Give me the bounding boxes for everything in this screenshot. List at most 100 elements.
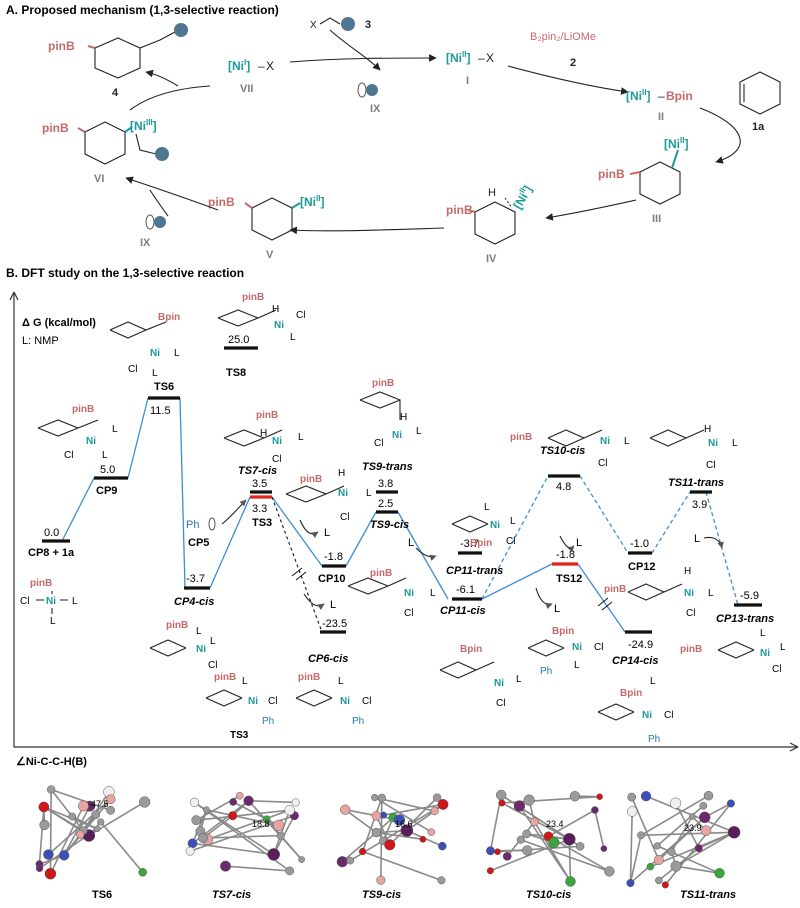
atom-ball: [502, 852, 512, 861]
svg-text:TS3: TS3: [230, 730, 249, 741]
atom-ball: [38, 801, 50, 813]
intermediate-vii-label: VII: [240, 83, 253, 95]
reagent-2-label: 2: [570, 57, 576, 69]
svg-text:Ph: Ph: [540, 666, 552, 677]
arrow-iii-to-iv: [545, 199, 637, 221]
svg-text:pinB: pinB: [598, 167, 625, 181]
svg-text:Ni: Ni: [708, 438, 718, 449]
svg-text:L: L: [50, 616, 56, 627]
atom-ball: [486, 846, 495, 856]
atom-ball: [700, 825, 712, 836]
svg-text:pinB: pinB: [680, 644, 702, 655]
atom-ball: [522, 845, 533, 856]
substrate-1a-structure: 1a: [739, 71, 781, 133]
svg-text:3.5: 3.5: [252, 478, 267, 490]
atom-ball: [530, 817, 539, 827]
svg-text:Bpin: Bpin: [470, 538, 492, 549]
radical-ix-bottom: IX: [140, 214, 166, 249]
svg-text:-1.8: -1.8: [556, 549, 575, 561]
atom-ball: [198, 833, 209, 843]
svg-text:Cl: Cl: [664, 710, 673, 721]
atom-ball: [498, 799, 506, 807]
svg-text:L: L: [574, 660, 580, 671]
svg-text:CP14-cis: CP14-cis: [612, 655, 658, 667]
atom-ball: [640, 791, 652, 802]
state-names: CP8 + 1a CP9 TS6 CP4-cis TS7-cis TS3 CP5…: [28, 367, 774, 667]
atom-ball: [627, 792, 637, 802]
atom-ball: [346, 856, 355, 865]
reagent-3-structure: X 3: [310, 17, 371, 31]
atom-ball: [187, 838, 198, 849]
svg-text:L: L: [242, 676, 248, 687]
svg-text:Ni: Ni: [46, 596, 56, 607]
svg-text:TS7-cis: TS7-cis: [212, 889, 251, 901]
atom-ball: [495, 789, 507, 801]
svg-text:11.5: 11.5: [150, 405, 171, 417]
atom-ball: [236, 792, 244, 800]
atom-ball: [376, 875, 386, 885]
atom-ball: [44, 867, 57, 880]
svg-text:Ni: Ni: [150, 348, 160, 359]
atom-ball: [604, 866, 615, 877]
atom-ball: [522, 829, 531, 839]
svg-text:3.8: 3.8: [378, 478, 393, 490]
ts-3d-structures: [35, 785, 741, 889]
svg-text:25.0: 25.0: [228, 334, 249, 346]
arrow-ii-to-iii: [699, 107, 741, 164]
atom-ball: [93, 825, 101, 833]
svg-text:Cl: Cl: [506, 536, 515, 547]
svg-text:[NiIII]: [NiIII]: [130, 118, 157, 133]
atom-ball: [371, 827, 381, 838]
atom-ball: [97, 818, 105, 826]
svg-text:L: L: [72, 596, 78, 607]
svg-text:L: L: [780, 642, 786, 653]
svg-text:L: L: [196, 626, 202, 637]
svg-text:Ni: Ni: [490, 520, 500, 531]
svg-text:Ni: Ni: [340, 696, 350, 707]
svg-text:X: X: [266, 59, 274, 73]
atom-ball: [653, 842, 661, 850]
svg-text:pinB: pinB: [298, 672, 320, 683]
svg-text:L: L: [516, 674, 522, 685]
svg-text:CP5: CP5: [188, 537, 209, 549]
atom-ball: [513, 800, 526, 812]
svg-text:L: L: [102, 450, 108, 461]
svg-text:L: L: [576, 537, 582, 549]
svg-text:Cl: Cl: [706, 460, 715, 471]
svg-text:Ph: Ph: [186, 519, 199, 531]
atom-ball: [185, 846, 195, 856]
atom-ball: [243, 795, 254, 806]
ts-structure-names: TS6 TS7-cis TS9-cis TS10-cis TS11-trans: [92, 889, 736, 901]
svg-text:Ph: Ph: [352, 716, 364, 727]
svg-text:Bpin: Bpin: [158, 312, 180, 323]
intermediate-iv-label: IV: [486, 253, 497, 265]
svg-text:pinB: pinB: [510, 432, 532, 443]
atom-ball: [47, 785, 56, 794]
dihedral-values: -47.5 18.8 16.6 23.4 23.9: [88, 799, 702, 833]
svg-text:4.8: 4.8: [556, 481, 571, 493]
atom-ball: [703, 790, 714, 801]
svg-text:L: L: [210, 636, 216, 647]
atom-ball: [646, 862, 655, 871]
atom-ball: [596, 793, 603, 800]
svg-text:H: H: [260, 428, 267, 439]
atom-ball: [298, 856, 305, 863]
svg-text:Bpin: Bpin: [460, 644, 482, 655]
atom-ball: [714, 868, 725, 879]
svg-text:pinB: pinB: [72, 404, 94, 415]
atom-ball: [262, 815, 271, 823]
energy-profile-paths: [61, 397, 739, 633]
svg-text:L: L: [112, 424, 118, 435]
y-axis-label: Δ G (kcal/mol): [22, 317, 96, 329]
energy-axes: [13, 292, 798, 748]
svg-text:-6.1: -6.1: [456, 584, 475, 596]
atom-ball: [276, 831, 285, 840]
svg-text:pinB: pinB: [242, 292, 264, 303]
atom-ball: [105, 794, 116, 805]
atom-ball: [35, 864, 44, 872]
atom-ball: [670, 860, 682, 872]
chart-structures: pinB Ni L Cl L pinB Cl Ni L L Bpin Ni L …: [20, 292, 786, 745]
svg-text:pinB: pinB: [446, 203, 473, 217]
svg-text:CP8 + 1a: CP8 + 1a: [28, 547, 75, 559]
svg-text:CP13-trans: CP13-trans: [716, 613, 774, 625]
